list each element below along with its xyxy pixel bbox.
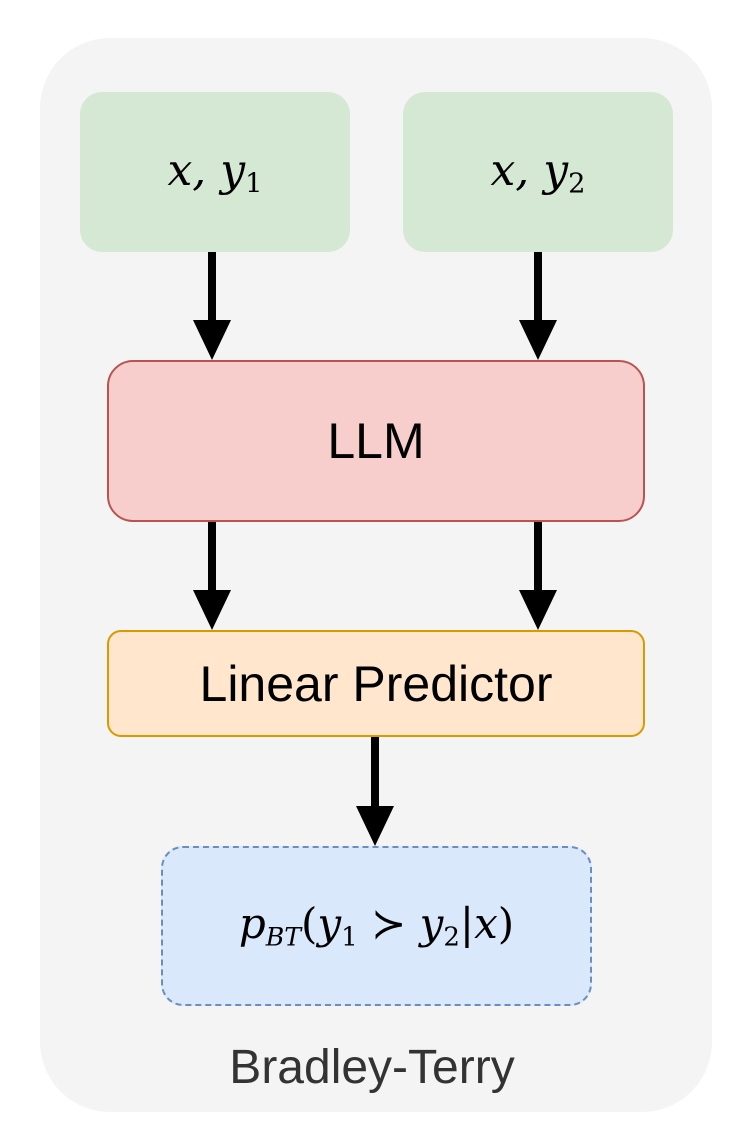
- input-node-x-y1: x, y1: [80, 92, 350, 252]
- llm-label: LLM: [327, 413, 425, 469]
- linear-predictor-node: Linear Predictor: [107, 630, 645, 737]
- linear-predictor-label: Linear Predictor: [199, 655, 553, 712]
- input-label-x-y1: x, y1: [167, 144, 263, 200]
- container-label: Bradley-Terry: [229, 1041, 515, 1094]
- llm-node: LLM: [107, 360, 645, 522]
- input-label-x-y2: x, y2: [490, 144, 586, 200]
- output-formula: pBT(y1 ≻ y2|x): [238, 899, 515, 953]
- input-node-x-y2: x, y2: [403, 92, 673, 252]
- output-node: pBT(y1 ≻ y2|x): [161, 846, 592, 1006]
